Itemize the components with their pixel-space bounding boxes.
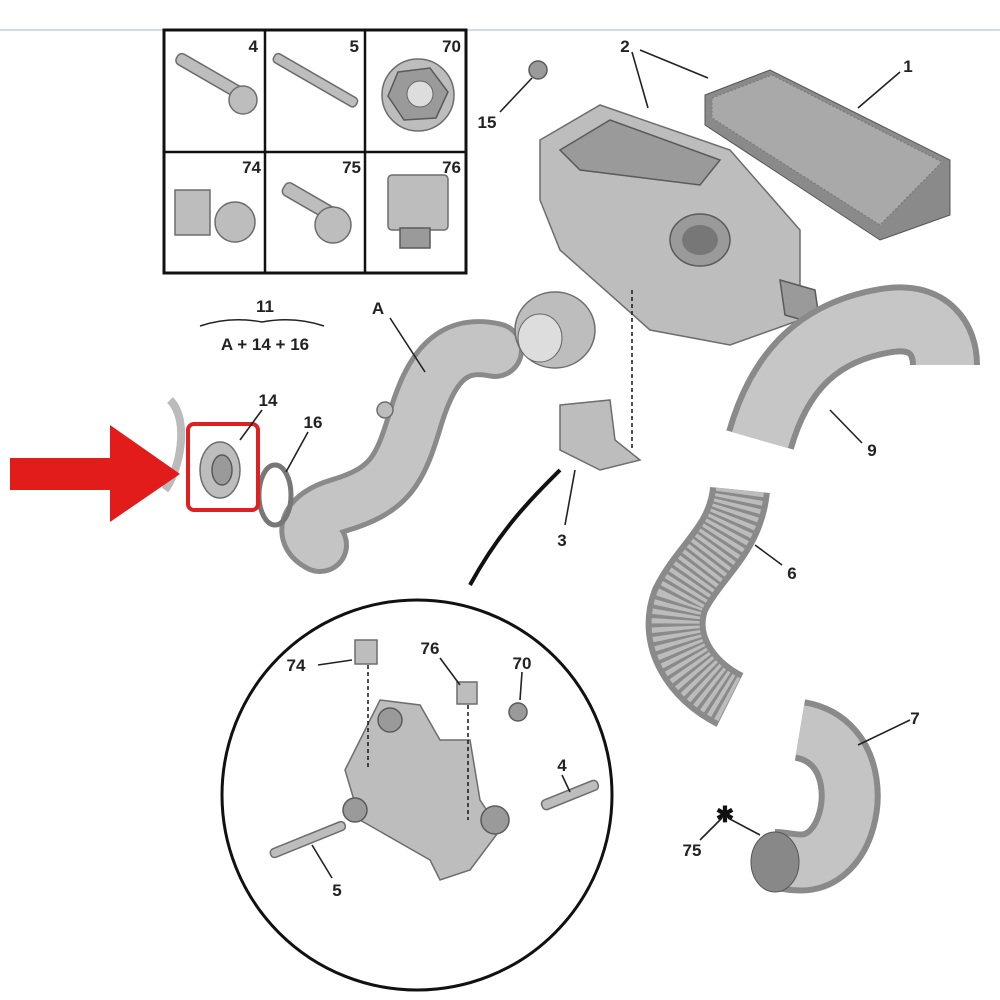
callout-A: A [372,299,384,318]
callout-7: 7 [910,709,919,728]
bracket-3 [559,399,642,471]
detail-pointer [468,468,562,586]
seal-14 [199,441,241,499]
grid-label-74: 74 [242,158,261,177]
detail-callout-5: 5 [332,881,341,900]
elbow-7 [750,699,881,894]
callout-3: 3 [557,531,566,550]
kit-formula: A + 14 + 16 [221,335,309,354]
duct-9 [726,284,980,451]
nut-70-icon [381,58,455,132]
callout-6: 6 [787,564,796,583]
air-filter-element [704,69,951,241]
grid-label-76: 76 [442,158,461,177]
leader-lines [199,49,911,841]
callout-1: 1 [903,57,912,76]
clip-74-icon [174,189,256,243]
callout-14: 14 [259,391,278,410]
callout-15: 15 [478,113,497,132]
detail-callout-4: 4 [557,756,567,775]
detail-callout-70: 70 [513,654,532,673]
callout-75: 75 [683,841,702,860]
bolt-4-icon [175,52,258,115]
air-filter-housing [539,104,821,346]
screw-75-icon [281,182,352,244]
detail-view [220,598,614,992]
callout-11: 11 [256,297,274,316]
clip-76-icon [387,174,449,249]
red-arrow-icon [10,425,180,522]
callout-16: 16 [304,413,323,432]
detail-callout-76: 76 [421,639,440,658]
hardware-grid: 4 5 70 74 75 76 [162,28,468,275]
intake-duct-A [279,319,524,574]
grid-label-5: 5 [350,37,359,56]
grid-label-70: 70 [442,37,461,56]
stud-5-icon [272,52,359,108]
hose-6 [645,485,770,727]
airflow-sensor [514,291,596,369]
callout-2: 2 [620,37,629,56]
grid-label-4: 4 [249,37,259,56]
clamp-16 [256,462,294,528]
callout-9: 9 [867,441,876,460]
highlight-box [186,422,260,512]
grid-label-75: 75 [342,158,361,177]
fastener-15-icon [528,60,548,80]
detail-callout-74: 74 [287,656,306,675]
star-icon: ✱ [716,802,734,827]
